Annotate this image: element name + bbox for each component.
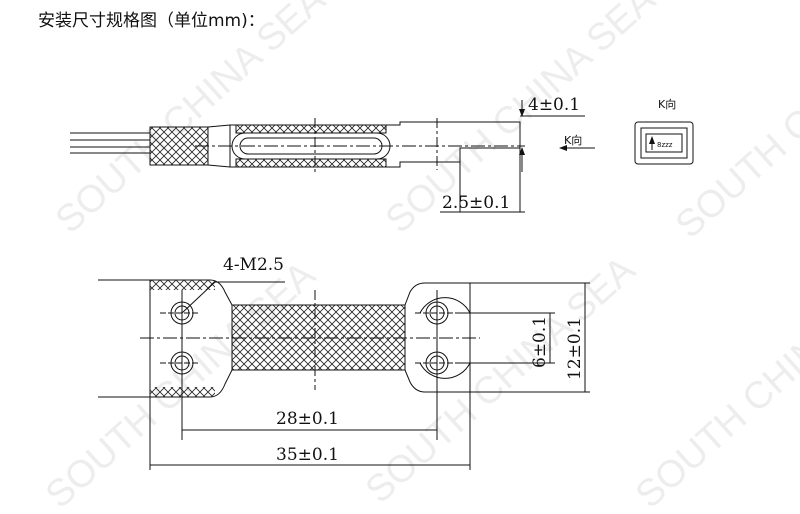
k-direction-label: K向 — [564, 133, 582, 147]
k-view-marking: 8zzz — [657, 141, 673, 149]
k-view-label: K向 — [658, 97, 676, 111]
watermark-text: SOUTH CHINA SEA — [668, 0, 800, 247]
watermark-layer: SOUTH CHINA SEA SOUTH CHINA SEA SOUTH CH… — [38, 0, 800, 514]
offset-dimension: 2.5±0.1 — [442, 193, 510, 213]
k-view — [634, 121, 694, 165]
hole-spacing-dimension: 28±0.1 — [276, 409, 339, 429]
page-title: 安装尺寸规格图（单位mm)： — [38, 11, 265, 31]
hole-label: 4-M2.5 — [223, 255, 284, 275]
watermark-text: SOUTH CHINA SEA — [358, 248, 644, 511]
side-view — [70, 100, 595, 213]
length-dimension: 35±0.1 — [276, 445, 339, 465]
watermark-text: SOUTH CHINA SEA — [38, 253, 324, 514]
hole-pitch-dimension: 6±0.1 — [530, 316, 550, 368]
thickness-dimension: 4±0.1 — [528, 95, 580, 115]
watermark-text: SOUTH CHINA SEA — [378, 0, 664, 242]
watermark-text: SOUTH CHINA SEA — [48, 0, 334, 242]
top-view — [98, 279, 590, 470]
width-dimension: 12±0.1 — [565, 317, 585, 380]
watermark-text: SOUTH CHINA SEA — [628, 253, 800, 514]
